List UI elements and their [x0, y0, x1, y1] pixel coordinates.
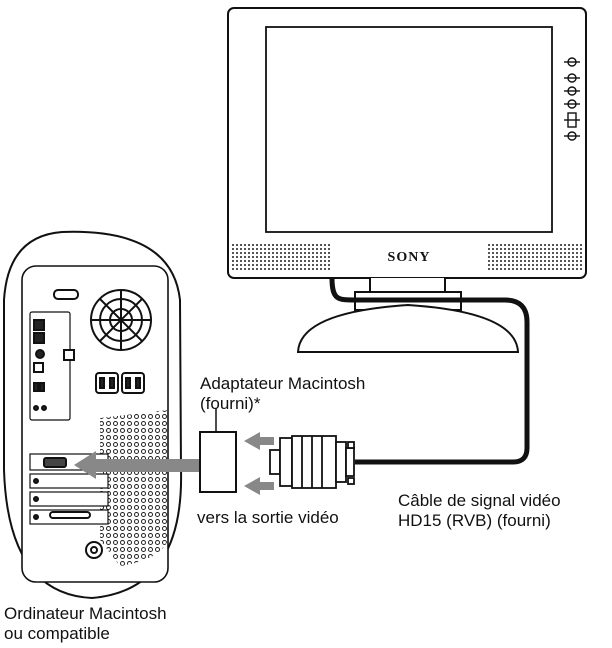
computer-label: Ordinateur Macintosh ou compatible	[4, 604, 167, 644]
control-button-icon	[564, 86, 580, 96]
cable-label-line2: HD15 (RVB) (fourni)	[398, 511, 551, 530]
macintosh-tower	[3, 230, 183, 600]
adapter-label: Adaptateur Macintosh (fourni)*	[200, 374, 365, 414]
fan-grille-icon	[90, 289, 152, 351]
adapter-label-line2: (fourni)*	[200, 394, 261, 413]
signal-cable-to-monitor	[329, 277, 530, 465]
monitor-base	[296, 303, 520, 353]
monitor-brand-logo: SONY	[388, 250, 431, 265]
adapter-block	[199, 431, 237, 493]
control-button-icon	[564, 73, 580, 83]
control-button-icon	[564, 131, 580, 141]
control-button-icon	[564, 99, 580, 109]
monitor-screen	[265, 26, 553, 233]
speaker-grille-right	[488, 242, 582, 272]
expansion-slot	[29, 473, 109, 489]
input-select-button-icon	[564, 112, 580, 128]
cable-label: Câble de signal vidéo HD15 (RVB) (fourni…	[398, 491, 561, 531]
lcd-monitor: SONY	[227, 7, 587, 353]
cable-label-line1: Câble de signal vidéo	[398, 491, 561, 510]
tower-handle	[53, 289, 79, 300]
vent-holes	[100, 410, 168, 566]
monitor-side-buttons	[564, 57, 580, 141]
video-output-label-text: vers la sortie vidéo	[197, 508, 339, 527]
arrow-left-icon	[244, 477, 274, 495]
video-output-label: vers la sortie vidéo	[197, 508, 339, 528]
computer-label-line2: ou compatible	[4, 624, 110, 643]
macintosh-adapter	[199, 408, 237, 493]
arrow-left-icon	[74, 451, 200, 479]
expansion-slot	[29, 491, 109, 507]
video-port-icon	[43, 457, 67, 468]
speaker-grille-left	[232, 242, 330, 272]
hd15-connector	[269, 435, 355, 489]
adapter-label-line1: Adaptateur Macintosh	[200, 374, 366, 393]
computer-label-line1: Ordinateur Macintosh	[4, 604, 167, 623]
connection-arrows	[74, 432, 274, 495]
arrow-left-icon	[244, 432, 274, 450]
power-button-icon	[564, 57, 580, 67]
